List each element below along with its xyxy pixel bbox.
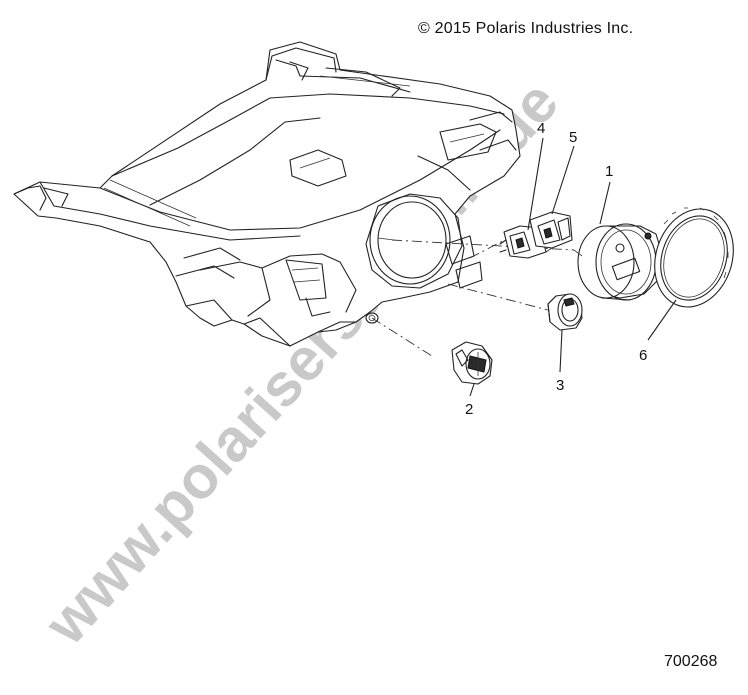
callout-3: 3 bbox=[556, 377, 564, 394]
diagram-number: 700268 bbox=[664, 653, 718, 670]
leader-lines bbox=[469, 137, 677, 397]
copyright-notice: © 2015 Polaris Industries Inc. bbox=[418, 20, 634, 37]
callout-5: 5 bbox=[569, 129, 577, 146]
rocker-switch-pair bbox=[499, 211, 573, 259]
dashboard-panel bbox=[13, 41, 521, 347]
ignition-switch bbox=[451, 341, 493, 385]
callout-6: 6 bbox=[639, 347, 647, 364]
callout-1: 1 bbox=[605, 163, 613, 180]
callout-4: 4 bbox=[537, 120, 545, 137]
callout-2: 2 bbox=[465, 401, 473, 418]
gauge-bezel-ring bbox=[654, 207, 734, 308]
power-outlet bbox=[547, 293, 583, 331]
speedometer-gauge bbox=[573, 223, 663, 301]
